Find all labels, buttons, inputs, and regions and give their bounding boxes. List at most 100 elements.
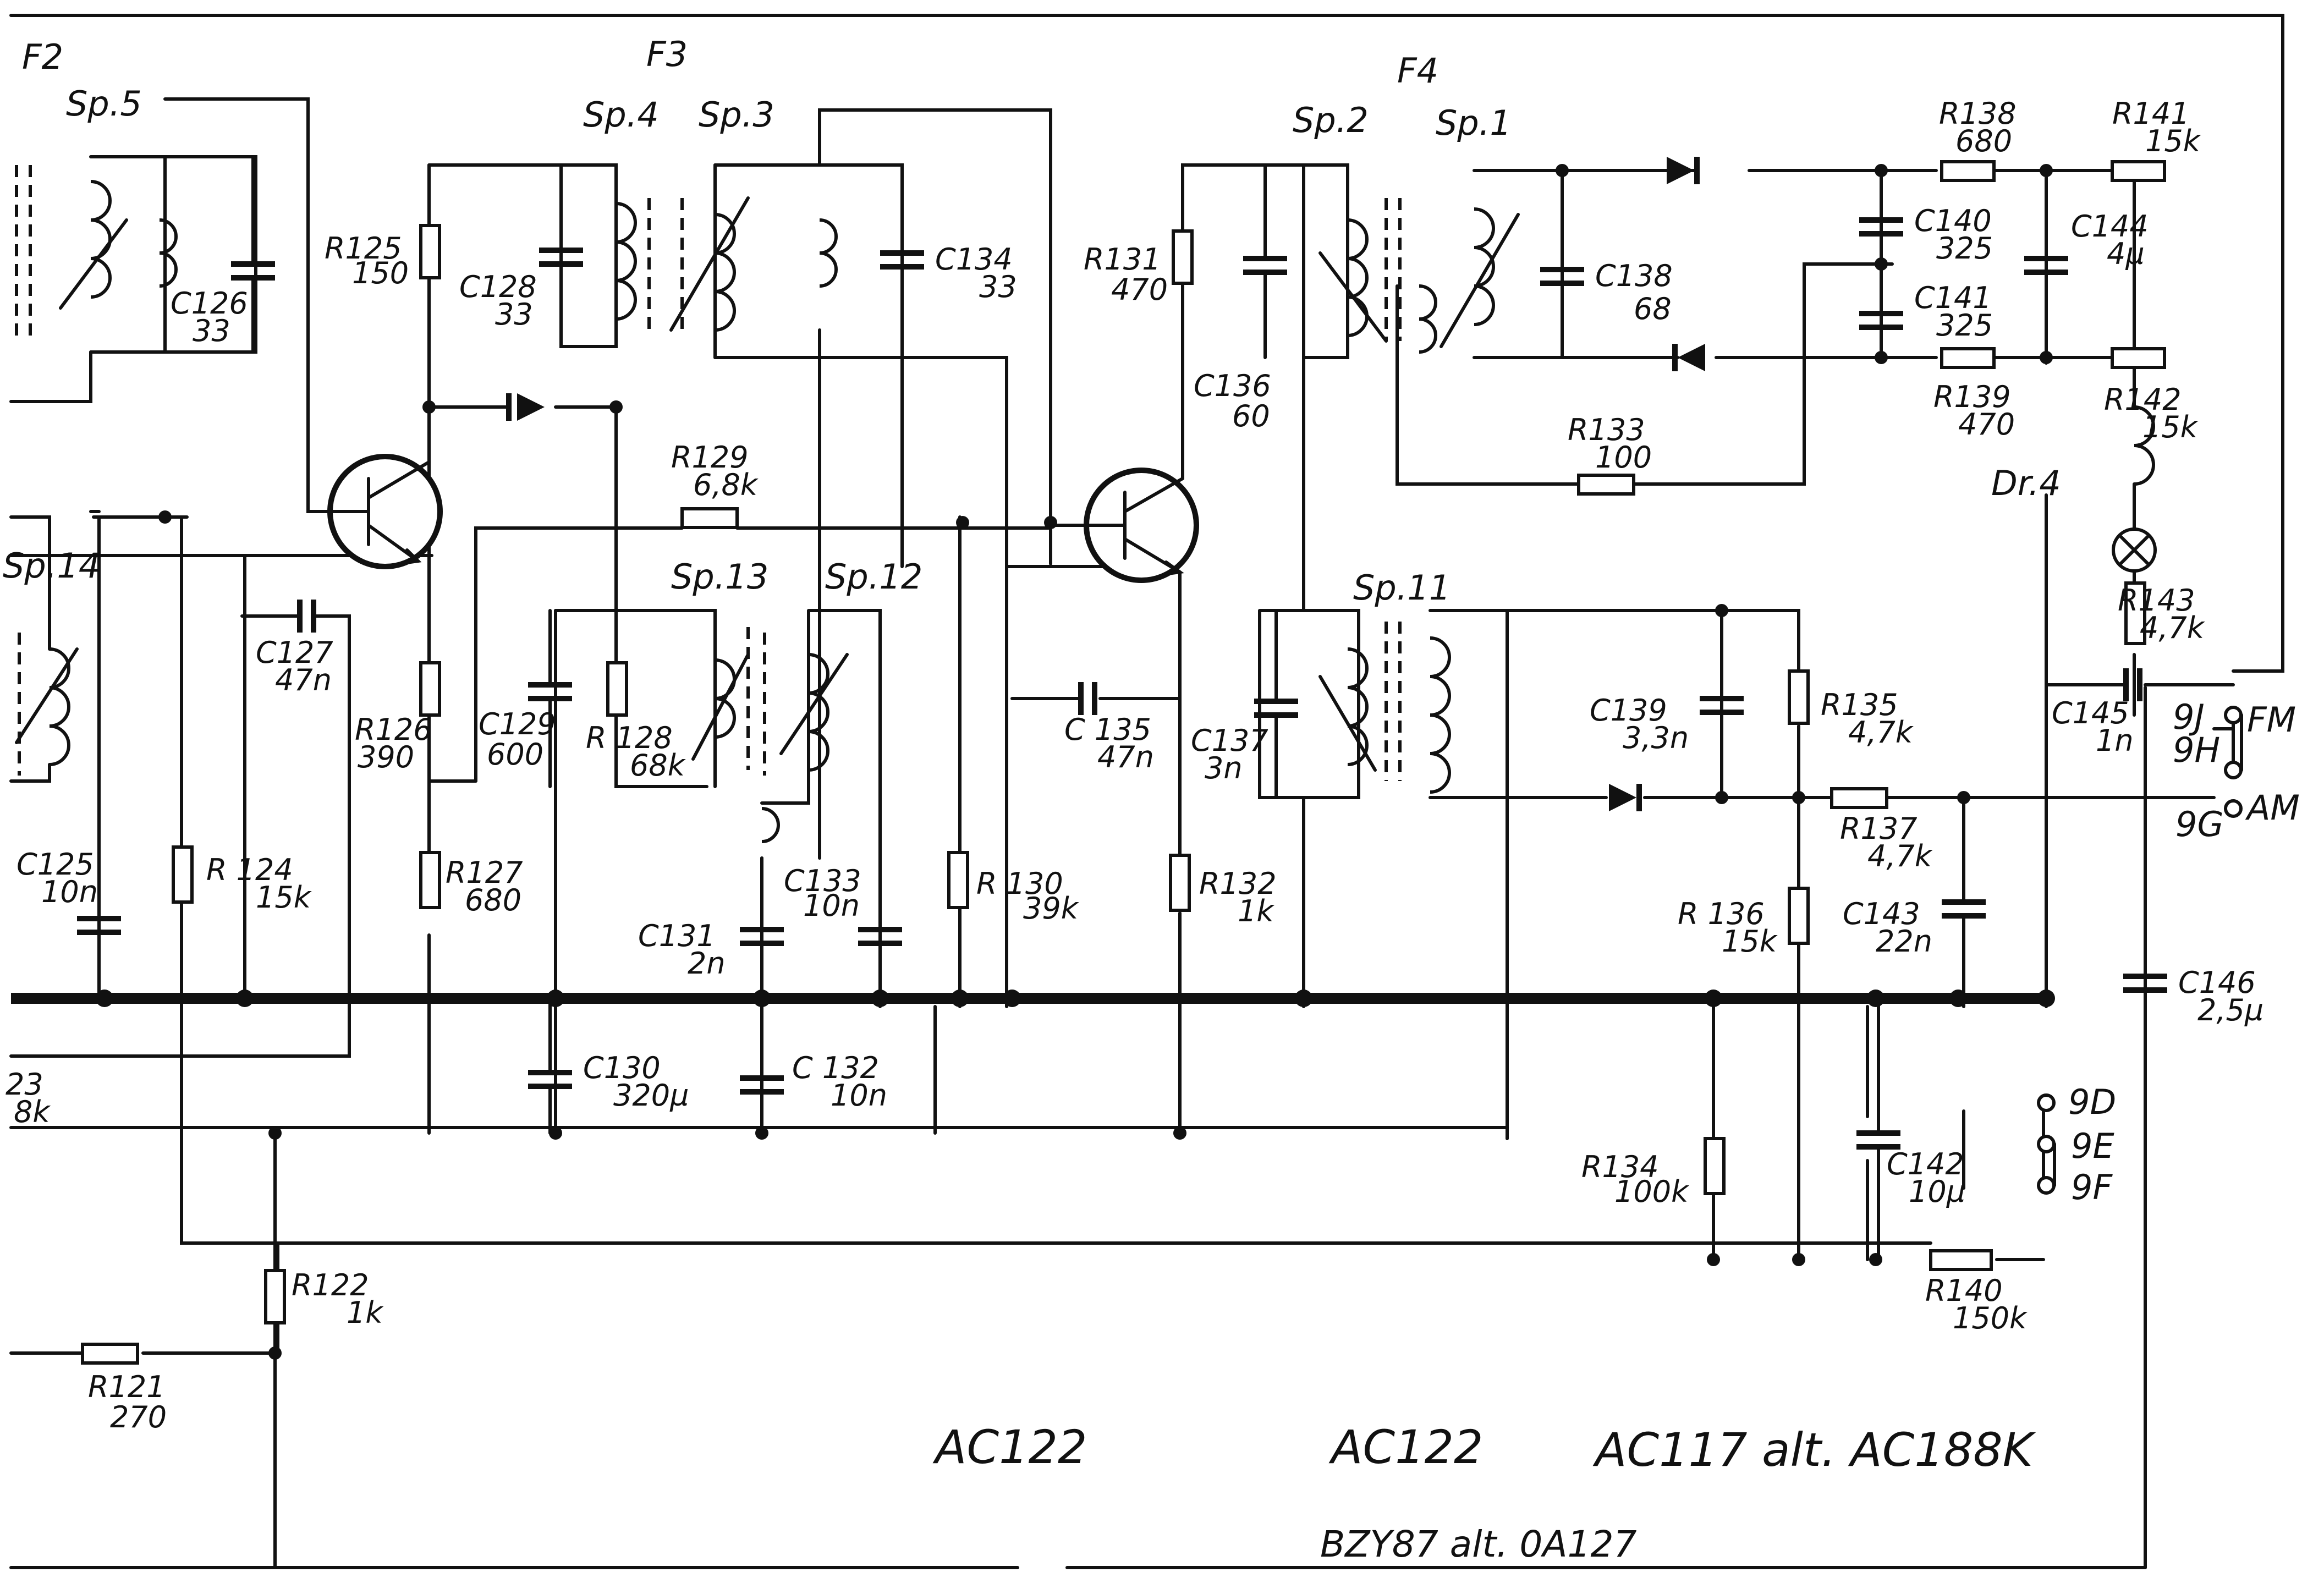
label-c135-val: 47n bbox=[1097, 740, 1154, 774]
label-c125-ref: C125 bbox=[17, 847, 94, 882]
label-r124-ref: R 124 bbox=[206, 853, 293, 887]
label-r134-ref: R134 bbox=[1581, 1150, 1659, 1184]
label-r140-val: 150k bbox=[1953, 1301, 2028, 1335]
label-q2-type: AC122 bbox=[1328, 1420, 1483, 1474]
label-9g: 9G bbox=[2175, 804, 2224, 844]
label-c137-val: 3n bbox=[1205, 751, 1243, 785]
coil-dr4 bbox=[2134, 405, 2155, 486]
label-sp14: Sp.14 bbox=[3, 546, 100, 586]
section-labels: F2 F3 F4 bbox=[22, 34, 1438, 91]
label-sp1: Sp.1 bbox=[1436, 103, 1512, 143]
label-r138-val: 680 bbox=[1955, 124, 2012, 158]
label-c129-val: 600 bbox=[487, 737, 543, 772]
coil-sp2 bbox=[1318, 198, 1402, 343]
label-r129-val: 6,8k bbox=[693, 468, 759, 502]
label-f4: F4 bbox=[1397, 51, 1438, 91]
label-c142-ref: C142 bbox=[1887, 1147, 1964, 1181]
label-sp11: Sp.11 bbox=[1353, 568, 1451, 608]
label-c142-val: 10µ bbox=[1909, 1174, 1965, 1209]
label-c132-ref: C 132 bbox=[792, 1051, 879, 1085]
resistors bbox=[81, 160, 2166, 1365]
label-r128-val: 68k bbox=[630, 748, 686, 783]
label-c130-val: 320µ bbox=[613, 1078, 689, 1113]
label-sp13: Sp.13 bbox=[671, 557, 768, 597]
coil-sp11 bbox=[1318, 622, 1451, 794]
semiconductor-labels: AC122 AC122 AC117 alt. AC188K BZY87 alt.… bbox=[932, 1420, 2036, 1565]
label-c125-val: 10n bbox=[41, 875, 98, 909]
label-c131-val: 2n bbox=[688, 946, 726, 981]
label-c146-ref: C146 bbox=[2178, 965, 2256, 1000]
terminal-labels: 9J FM 9H 9G AM 9D 9E 9F bbox=[2068, 697, 2300, 1207]
coil-sp12 bbox=[761, 633, 849, 843]
coil-sp5 bbox=[15, 165, 128, 341]
diodes bbox=[506, 157, 1705, 811]
label-c126-val: 33 bbox=[193, 314, 230, 348]
lamp-icon bbox=[2112, 527, 2157, 573]
label-9h: 9H bbox=[2173, 730, 2220, 770]
label-r143-val: 4,7k bbox=[2140, 611, 2206, 645]
label-c145-ref: C145 bbox=[2052, 696, 2129, 730]
label-c144-val: 4µ bbox=[2107, 237, 2145, 271]
label-c139-ref: C139 bbox=[1590, 693, 1667, 728]
label-r122-ref: R122 bbox=[292, 1268, 369, 1302]
label-sp4: Sp.4 bbox=[583, 95, 659, 135]
transistor-q1 bbox=[306, 454, 443, 569]
label-r127-ref: R127 bbox=[446, 855, 523, 890]
label-r130-val: 39k bbox=[1023, 891, 1080, 926]
label-r140-ref: R140 bbox=[1925, 1273, 2003, 1308]
label-r141-ref: R141 bbox=[2112, 96, 2190, 131]
label-c136-val: 60 bbox=[1232, 399, 1270, 433]
label-r132-ref: R132 bbox=[1199, 866, 1277, 901]
label-fm: FM bbox=[2247, 700, 2296, 740]
label-r128-ref: R 128 bbox=[586, 721, 673, 755]
label-r135-ref: R135 bbox=[1821, 688, 1898, 722]
junction-dots bbox=[96, 164, 2055, 1360]
label-r132-val: 1k bbox=[1238, 894, 1275, 928]
diode-d3 bbox=[1672, 344, 1705, 371]
label-r137-ref: R137 bbox=[1840, 811, 1918, 846]
label-r130-ref: R 130 bbox=[976, 866, 1063, 901]
label-c141-val: 325 bbox=[1936, 308, 1993, 343]
label-c145-val: 1n bbox=[2096, 723, 2134, 758]
component-labels: R125 150 C126 33 C128 33 C134 33 R131 47… bbox=[6, 96, 2263, 1434]
label-r133-ref: R133 bbox=[1568, 413, 1645, 447]
label-c144-ref: C144 bbox=[2071, 209, 2149, 244]
label-r131-val: 470 bbox=[1111, 272, 1168, 307]
label-r142-ref: R142 bbox=[2104, 382, 2182, 417]
label-sp3: Sp.3 bbox=[699, 95, 774, 135]
diode-d2 bbox=[1667, 157, 1700, 184]
label-r136-val: 15k bbox=[1722, 924, 1778, 959]
label-r121-val: 270 bbox=[110, 1400, 167, 1434]
coil-labels: Sp.5 Sp.4 Sp.3 Sp.2 Sp.1 Sp.14 Sp.13 Sp.… bbox=[3, 84, 2061, 608]
label-r125-ref: R125 bbox=[325, 231, 402, 266]
label-r124-val: 15k bbox=[256, 880, 312, 915]
label-c130-ref: C130 bbox=[583, 1051, 661, 1085]
label-c128-ref: C128 bbox=[459, 270, 537, 304]
label-r123-ref: 23 bbox=[6, 1067, 43, 1102]
label-c135-ref: C 135 bbox=[1064, 712, 1151, 747]
diode-d4 bbox=[1609, 784, 1642, 811]
coil-sp13 bbox=[691, 627, 750, 770]
label-q3-type: AC117 alt. AC188K bbox=[1592, 1423, 2036, 1477]
label-c134-val: 33 bbox=[979, 270, 1017, 304]
label-c133-val: 10n bbox=[803, 888, 860, 923]
label-r129-ref: R129 bbox=[671, 440, 749, 475]
diode-d1 bbox=[506, 393, 545, 421]
label-c146-val: 2,5µ bbox=[2197, 993, 2263, 1027]
label-c138-val: 68 bbox=[1634, 292, 1672, 326]
label-f2: F2 bbox=[22, 37, 63, 77]
label-r134-val: 100k bbox=[1614, 1174, 1690, 1209]
label-c137-ref: C137 bbox=[1191, 723, 1268, 758]
label-r135-val: 4,7k bbox=[1848, 715, 1914, 750]
coil-sp4 bbox=[616, 198, 684, 330]
label-dr4: Dr.4 bbox=[1991, 463, 2061, 503]
label-r123-val: 8k bbox=[14, 1095, 51, 1129]
label-9j: 9J bbox=[2173, 697, 2205, 737]
label-f3: F3 bbox=[646, 34, 688, 74]
label-sp5: Sp.5 bbox=[66, 84, 142, 124]
label-am: AM bbox=[2245, 788, 2300, 828]
coil-sp3-secondary bbox=[819, 218, 838, 288]
label-r126-ref: R126 bbox=[355, 712, 432, 747]
label-r131-ref: R131 bbox=[1084, 242, 1161, 277]
